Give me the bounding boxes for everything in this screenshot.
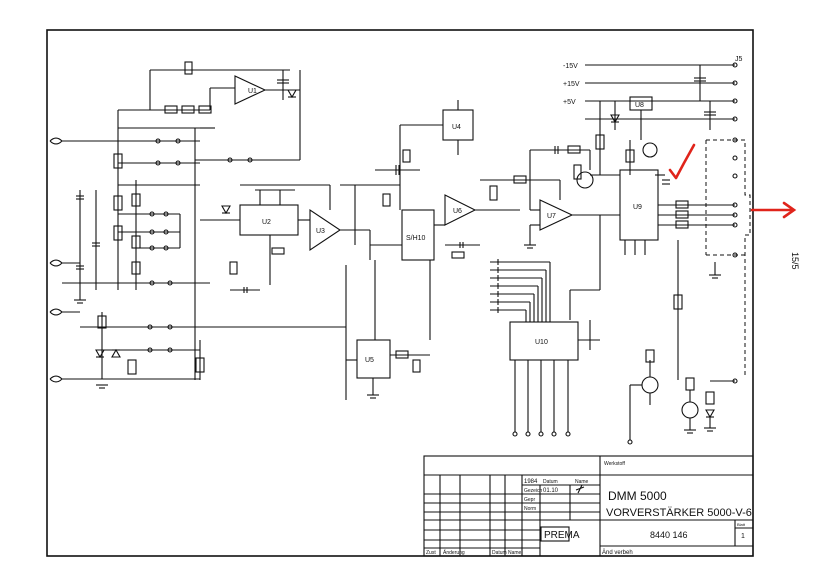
red-check-mark xyxy=(668,143,696,180)
change-col-1: Zust xyxy=(426,550,436,556)
u3-label: U3 xyxy=(316,228,325,235)
u6-label: U6 xyxy=(453,208,462,215)
revision-note: Änd verbeh xyxy=(602,549,633,556)
u1-label: U1 xyxy=(248,88,257,95)
input-section xyxy=(49,110,210,389)
u8-label: U8 xyxy=(635,102,644,109)
connector-label: J5 xyxy=(735,56,743,63)
u5-section: U5 xyxy=(170,260,430,400)
u4-label: U4 xyxy=(452,124,461,131)
drawing-frame xyxy=(46,29,754,557)
drawing-number: 8440 146 xyxy=(650,530,688,540)
change-col-4: Name xyxy=(508,550,522,556)
year-value: 1984 xyxy=(524,479,538,485)
sample-hold-section: U4 S/H10 U6 xyxy=(370,100,560,340)
u10-label: U10 xyxy=(535,339,548,346)
norm-label: Norm xyxy=(524,506,536,512)
u9-label: U9 xyxy=(633,204,642,211)
supply-neg15: -15V xyxy=(563,63,578,70)
material-label: Werkstoff xyxy=(604,461,626,467)
check-mark-signature xyxy=(575,484,585,494)
supply-pos5: +5V xyxy=(563,99,576,106)
title-block: Werkstoff 1984 Datum Name Gezeich 01.10 … xyxy=(423,455,754,557)
u7-section: U7 xyxy=(524,145,620,249)
change-col-3: Datum xyxy=(492,550,507,556)
company-name: PREMA xyxy=(544,530,580,541)
power-section: -15V +15V +5V U8 xyxy=(563,62,738,185)
output-transistors xyxy=(627,349,738,445)
name-header: Name xyxy=(575,479,589,485)
sheet-number: 1 xyxy=(741,533,745,540)
change-col-2: Änderung xyxy=(443,549,465,556)
u7-label: U7 xyxy=(547,213,556,220)
checked-label: Gepr xyxy=(524,497,535,503)
u2-u3-section: U2 U3 xyxy=(200,184,400,293)
date-header: Datum xyxy=(543,479,558,485)
sh-label: S/H10 xyxy=(406,235,426,242)
red-arrow xyxy=(750,201,797,219)
blatt-label: Blatt xyxy=(737,522,746,527)
u5-label: U5 xyxy=(365,357,374,364)
margin-note: 15/5 xyxy=(790,252,800,270)
dashed-connector-group xyxy=(705,137,751,375)
drawn-label: Gezeich xyxy=(524,488,543,494)
document-subtitle: VORVERSTÄRKER 5000-V-6 xyxy=(606,507,752,519)
supply-pos15: +15V xyxy=(563,81,580,88)
u2-label: U2 xyxy=(262,219,271,226)
drawn-date: 01.10 xyxy=(543,488,559,494)
document-title: DMM 5000 xyxy=(608,489,667,503)
u1-section: U1 xyxy=(118,61,301,380)
u10-section: U10 xyxy=(490,259,600,437)
